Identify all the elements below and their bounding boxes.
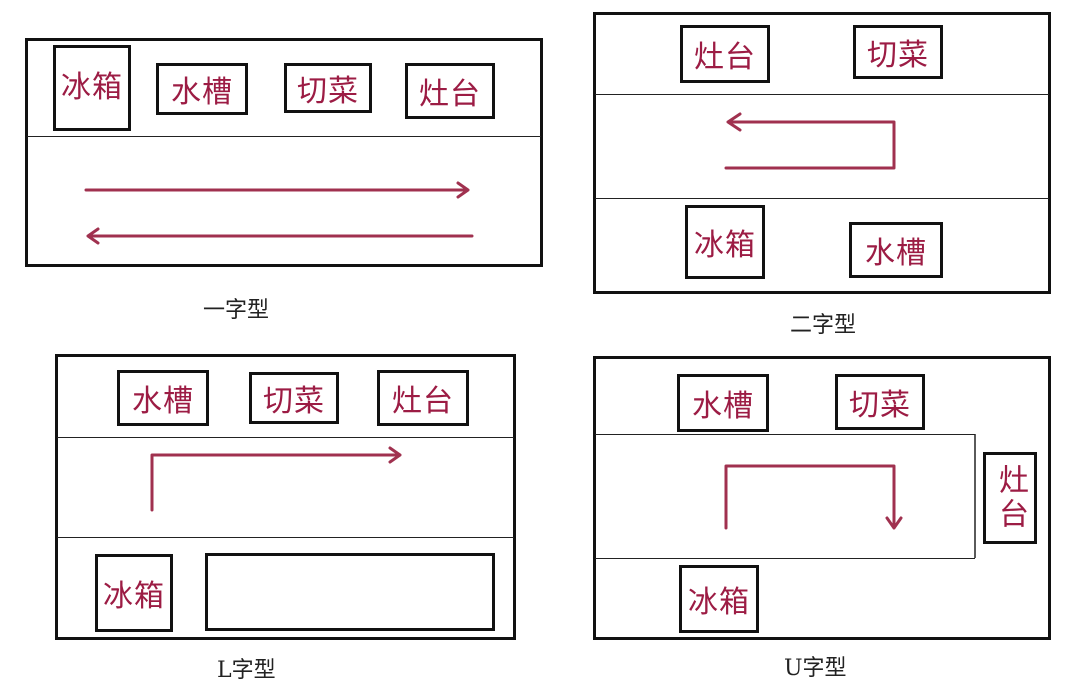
stove-box: 灶台 [405, 63, 495, 119]
panel-er [593, 12, 1051, 294]
divider-line [27, 136, 541, 137]
fridge-box: 冰箱 [53, 45, 131, 131]
sink-box: 水槽 [677, 374, 769, 432]
divider-line [595, 558, 975, 559]
counter-box [205, 553, 495, 631]
divider-line [595, 434, 975, 435]
prep-box: 切菜 [835, 374, 925, 430]
stove-box: 灶台 [983, 452, 1037, 544]
caption-u: U字型 [784, 656, 847, 681]
sink-box: 水槽 [156, 63, 248, 115]
fridge-box: 冰箱 [679, 565, 759, 633]
caption-l: L字型 [217, 658, 276, 683]
fridge-box: 冰箱 [685, 205, 765, 279]
fridge-box: 冰箱 [95, 554, 173, 632]
caption-er: 二字型 [790, 313, 857, 338]
divider-line [595, 94, 1049, 95]
stove-box: 灶台 [680, 25, 770, 83]
prep-box: 切菜 [249, 372, 339, 424]
divider-line [57, 437, 514, 438]
caption-yi: 一字型 [203, 298, 270, 323]
prep-box: 切菜 [284, 63, 372, 113]
prep-box: 切菜 [853, 25, 943, 79]
sink-box: 水槽 [117, 370, 209, 426]
divider-line [57, 537, 514, 538]
sink-box: 水槽 [849, 222, 943, 278]
stove-box: 灶台 [377, 370, 469, 426]
divider-line [595, 198, 1049, 199]
